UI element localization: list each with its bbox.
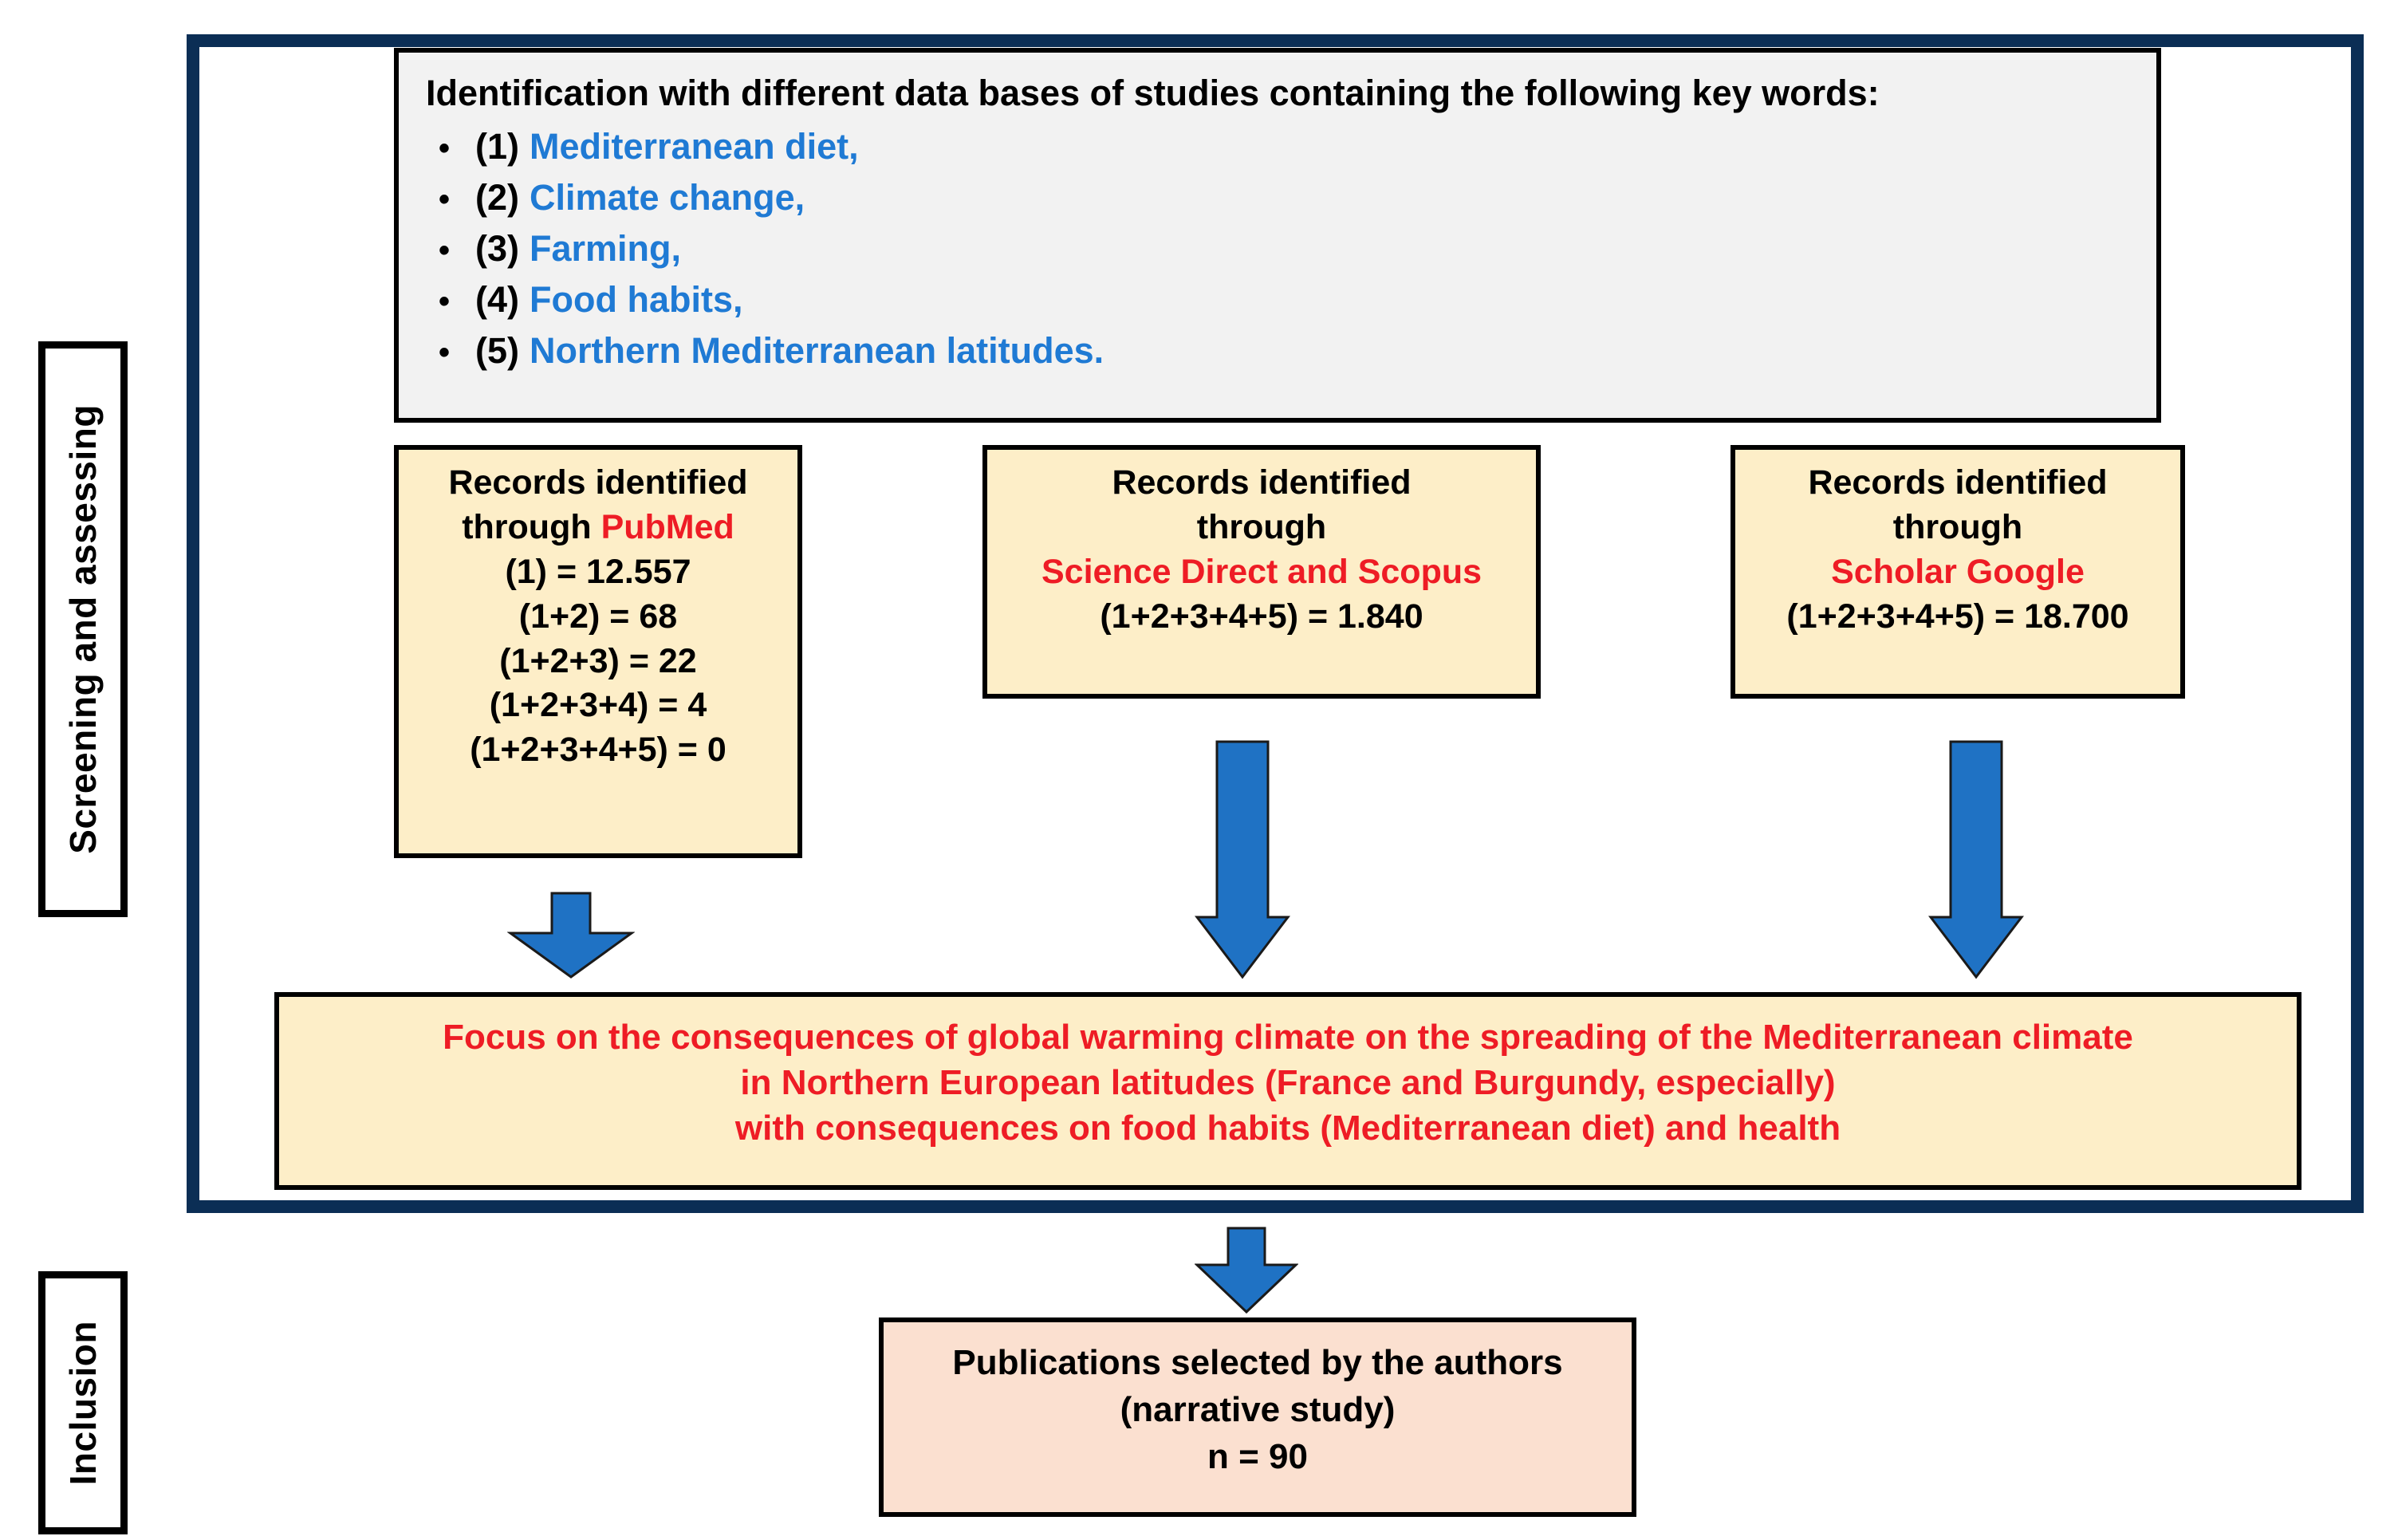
sciencedirect-line2: through — [1196, 507, 1327, 546]
scholar-count: (1+2+3+4+5) = 18.700 — [1786, 597, 2129, 636]
focus-line1: Focus on the consequences of global warm… — [443, 1018, 2133, 1057]
publications-count: n = 90 — [1207, 1436, 1308, 1476]
stage-label-inclusion: Inclusion — [38, 1271, 128, 1534]
keyword-item: • (4) Food habits, — [426, 274, 2129, 325]
publications-line2: (narrative study) — [1120, 1389, 1396, 1429]
bullet-icon: • — [439, 233, 451, 269]
pubmed-count: (1+2+3) = 22 — [499, 641, 697, 680]
source-box-science-direct: Records identified through Science Direc… — [982, 445, 1541, 699]
bullet-icon: • — [439, 131, 451, 167]
bullet-icon: • — [439, 334, 451, 370]
pubmed-line2: through PubMed — [405, 506, 791, 550]
keyword-text: Climate change, — [530, 177, 805, 219]
focus-box: Focus on the consequences of global warm… — [274, 992, 2301, 1190]
keyword-number: (1) — [475, 126, 519, 167]
arrow-down-icon-science-direct — [1195, 740, 1290, 979]
keyword-item: • (2) Climate change, — [426, 172, 2129, 223]
focus-line3: with consequences on food habits (Medite… — [734, 1109, 1841, 1148]
stage-label-inclusion-text: Inclusion — [62, 1320, 104, 1486]
keyword-list: • (1) Mediterranean diet, • (2) Climate … — [426, 121, 2129, 376]
keyword-text: Northern Mediterranean latitudes. — [530, 329, 1104, 371]
publications-box: Publications selected by the authors (na… — [879, 1317, 1636, 1517]
keyword-text: Food habits, — [530, 279, 743, 321]
scholar-line1: Records identified — [1808, 463, 2108, 502]
keyword-item: • (5) Northern Mediterranean latitudes. — [426, 325, 2129, 376]
focus-line2: in Northern European latitudes (France a… — [740, 1063, 1836, 1103]
keyword-number: (5) — [475, 329, 519, 371]
source-box-pubmed: Records identified through PubMed (1) = … — [394, 445, 802, 858]
bullet-icon: • — [439, 284, 451, 320]
sciencedirect-line1: Records identified — [1112, 463, 1412, 502]
publications-line1: Publications selected by the authors — [952, 1343, 1563, 1382]
pubmed-database-name: PubMed — [600, 507, 734, 546]
pubmed-count: (1) = 12.557 — [505, 552, 691, 591]
keyword-number: (4) — [475, 279, 519, 321]
pubmed-count: (1+2+3+4+5) = 0 — [470, 731, 726, 770]
stage-label-screening-text: Screening and assessing — [62, 404, 104, 854]
keyword-item: • (1) Mediterranean diet, — [426, 121, 2129, 172]
keyword-text: Farming, — [530, 228, 682, 270]
keyword-text: Mediterranean diet, — [530, 126, 859, 167]
keyword-number: (3) — [475, 228, 519, 270]
sciencedirect-count: (1+2+3+4+5) = 1.840 — [1100, 597, 1423, 636]
scholar-line2: through — [1892, 507, 2023, 546]
scholar-database-name: Scholar Google — [1831, 552, 2085, 591]
bullet-icon: • — [439, 182, 451, 218]
pubmed-line1: Records identified — [448, 463, 748, 502]
identification-box: Identification with different data bases… — [394, 48, 2161, 423]
source-box-scholar-google: Records identified through Scholar Googl… — [1731, 445, 2185, 699]
identification-title: Identification with different data bases… — [426, 73, 1880, 113]
keyword-item: • (3) Farming, — [426, 223, 2129, 274]
sciencedirect-database-name: Science Direct and Scopus — [1041, 552, 1482, 591]
stage-label-screening: Screening and assessing — [38, 341, 128, 917]
arrow-down-icon-publications — [1195, 1227, 1298, 1314]
arrow-down-icon-pubmed — [507, 892, 635, 979]
arrow-down-icon-scholar-google — [1928, 740, 2024, 979]
pubmed-through-label: through — [462, 507, 601, 546]
pubmed-count: (1+2+3+4) = 4 — [489, 686, 707, 725]
pubmed-count: (1+2) = 68 — [518, 597, 678, 636]
keyword-number: (2) — [475, 177, 519, 219]
